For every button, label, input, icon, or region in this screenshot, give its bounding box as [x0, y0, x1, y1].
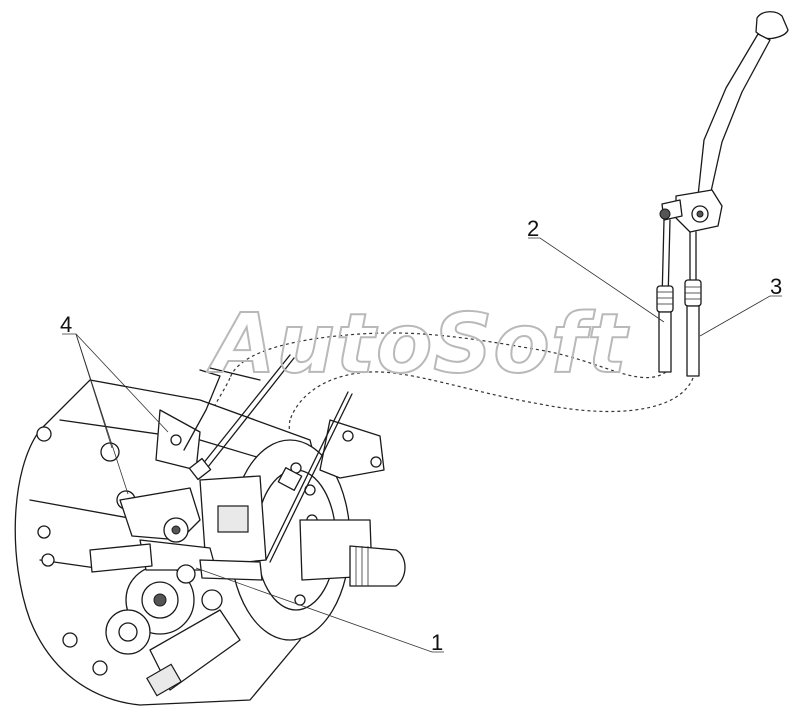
lever-knob [755, 11, 789, 40]
gear-cluster [105, 565, 241, 697]
callout-3: 3 [699, 274, 782, 337]
cable-2-adjuster [656, 285, 674, 313]
linkage-bracket [89, 409, 385, 584]
callout-4: 4 [60, 312, 169, 495]
callout-1: 1 [195, 567, 444, 655]
mount-bolt-4a [100, 442, 120, 462]
callout-label-1: 1 [431, 630, 443, 655]
callout-label-2: 2 [527, 216, 539, 241]
mount-plate-right [319, 419, 385, 479]
watermark-text: AutoSoft [206, 297, 629, 392]
cable-2-upper [656, 219, 674, 373]
cable-3-upper [684, 231, 702, 377]
cross-shaft [89, 543, 153, 573]
callout-label-3: 3 [770, 274, 782, 299]
shift-lever [659, 11, 789, 233]
transmission-housing [14, 379, 331, 706]
cable-3-sleeve [686, 305, 700, 377]
housing-bolt [36, 426, 52, 442]
callout-2: 2 [527, 216, 665, 323]
rod-right [265, 391, 349, 561]
ball-joint [659, 208, 671, 220]
cable-rods-lower [183, 354, 353, 563]
housing-body [14, 379, 331, 706]
callout-label-4: 4 [60, 312, 72, 337]
rod-left [197, 354, 291, 471]
shaft-end [349, 545, 406, 587]
lever-rod [697, 33, 771, 197]
cable-2-sleeve [658, 311, 672, 373]
